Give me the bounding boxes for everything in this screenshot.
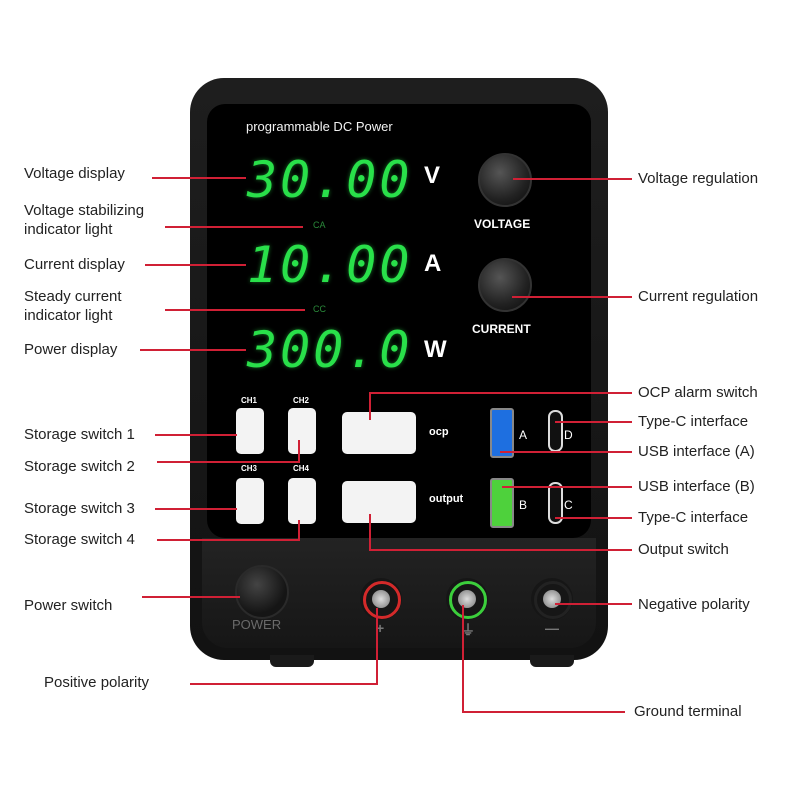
callout-storage-1: Storage switch 1 [24, 426, 135, 443]
callout-power-switch: Power switch [24, 597, 113, 614]
line-ocp-alarm [369, 392, 632, 420]
line-storage-4 [157, 520, 300, 541]
line-output-switch [369, 514, 632, 551]
ground-ring [449, 581, 487, 619]
negative-ring [534, 581, 572, 619]
panel-title: programmable DC Power [246, 119, 393, 134]
cv-indicator: CA [313, 220, 326, 230]
positive-post [372, 590, 390, 608]
callout-type-c-1: Type-C interface [638, 413, 749, 430]
ch2-label: CH2 [293, 396, 310, 405]
unit-voltage: V [424, 162, 441, 189]
storage-switch-3[interactable] [236, 478, 264, 524]
usb-b-letter: B [519, 498, 528, 512]
callout-storage-4: Storage switch 4 [24, 531, 135, 548]
callout-usb-a: USB interface (A) [638, 443, 755, 460]
positive-ring [363, 581, 401, 619]
callout-current-display: Current display [24, 256, 125, 273]
callout-usb-b: USB interface (B) [638, 478, 755, 495]
current-knob-label: CURRENT [472, 322, 531, 336]
callout-voltage-stabilizing: Voltage stabilizing indicator light [24, 202, 144, 240]
line-storage-2 [157, 440, 300, 463]
callout-steady-current-line1: Steady current [24, 288, 122, 305]
ch4-label: CH4 [293, 464, 310, 473]
callout-ocp-alarm: OCP alarm switch [638, 384, 758, 401]
ch3-label: CH3 [241, 464, 258, 473]
callout-voltage-regulation: Voltage regulation [638, 170, 759, 187]
ocp-label: ocp [429, 426, 449, 438]
ocp-button[interactable] [342, 412, 416, 454]
usb-a-port [490, 408, 514, 458]
power-label: POWER [232, 617, 282, 632]
callout-steady-current: Steady current indicator light [24, 288, 122, 326]
line-ground-terminal [462, 605, 625, 713]
callout-power-display: Power display [24, 341, 118, 358]
callout-voltage-stabilizing-line1: Voltage stabilizing [24, 202, 145, 219]
voltage-display: 30.00 [247, 151, 413, 209]
voltage-knob-label: VOLTAGE [474, 217, 531, 231]
callout-ground-terminal: Ground terminal [634, 703, 742, 720]
callout-voltage-stabilizing-line2: indicator light [24, 220, 113, 238]
ground-symbol-icon: ⏚ [461, 622, 475, 638]
callout-storage-3: Storage switch 3 [24, 500, 135, 517]
callout-output-switch: Output switch [638, 541, 729, 558]
current-knob[interactable] [478, 258, 532, 312]
power-display: 300.0 [247, 321, 413, 379]
callout-storage-2: Storage switch 2 [24, 458, 135, 475]
storage-switch-2[interactable] [288, 408, 316, 454]
output-label: output [429, 493, 464, 505]
power-switch[interactable] [235, 565, 289, 619]
usb-a-letter: A [519, 428, 528, 442]
type-c-letter-c: C [564, 498, 573, 512]
callout-positive-polarity: Positive polarity [44, 674, 150, 691]
line-positive-polarity [190, 608, 378, 685]
ground-terminal [446, 578, 488, 620]
callout-negative-polarity: Negative polarity [638, 596, 750, 613]
unit-current: A [424, 250, 442, 277]
current-display: 10.00 [247, 236, 413, 294]
callout-type-c-2: Type-C interface [638, 509, 749, 526]
output-button[interactable] [342, 481, 416, 523]
callout-current-regulation: Current regulation [638, 288, 759, 305]
cc-indicator: CC [313, 304, 326, 314]
callout-steady-current-line2: indicator light [24, 306, 113, 324]
device-foot-left [270, 655, 314, 667]
ground-post [458, 590, 476, 608]
minus-symbol-icon: — [545, 620, 559, 636]
type-c-letter-d: D [564, 428, 573, 442]
storage-switch-1[interactable] [236, 408, 264, 454]
storage-switch-4[interactable] [288, 478, 316, 524]
negative-terminal [531, 578, 573, 620]
positive-terminal [360, 578, 402, 620]
callout-voltage-display: Voltage display [24, 165, 125, 182]
unit-power: W [424, 336, 447, 363]
device-foot-right [530, 655, 574, 667]
plus-symbol-icon: + [376, 620, 385, 636]
ch1-label: CH1 [241, 396, 258, 405]
type-c-port-c [548, 482, 563, 524]
